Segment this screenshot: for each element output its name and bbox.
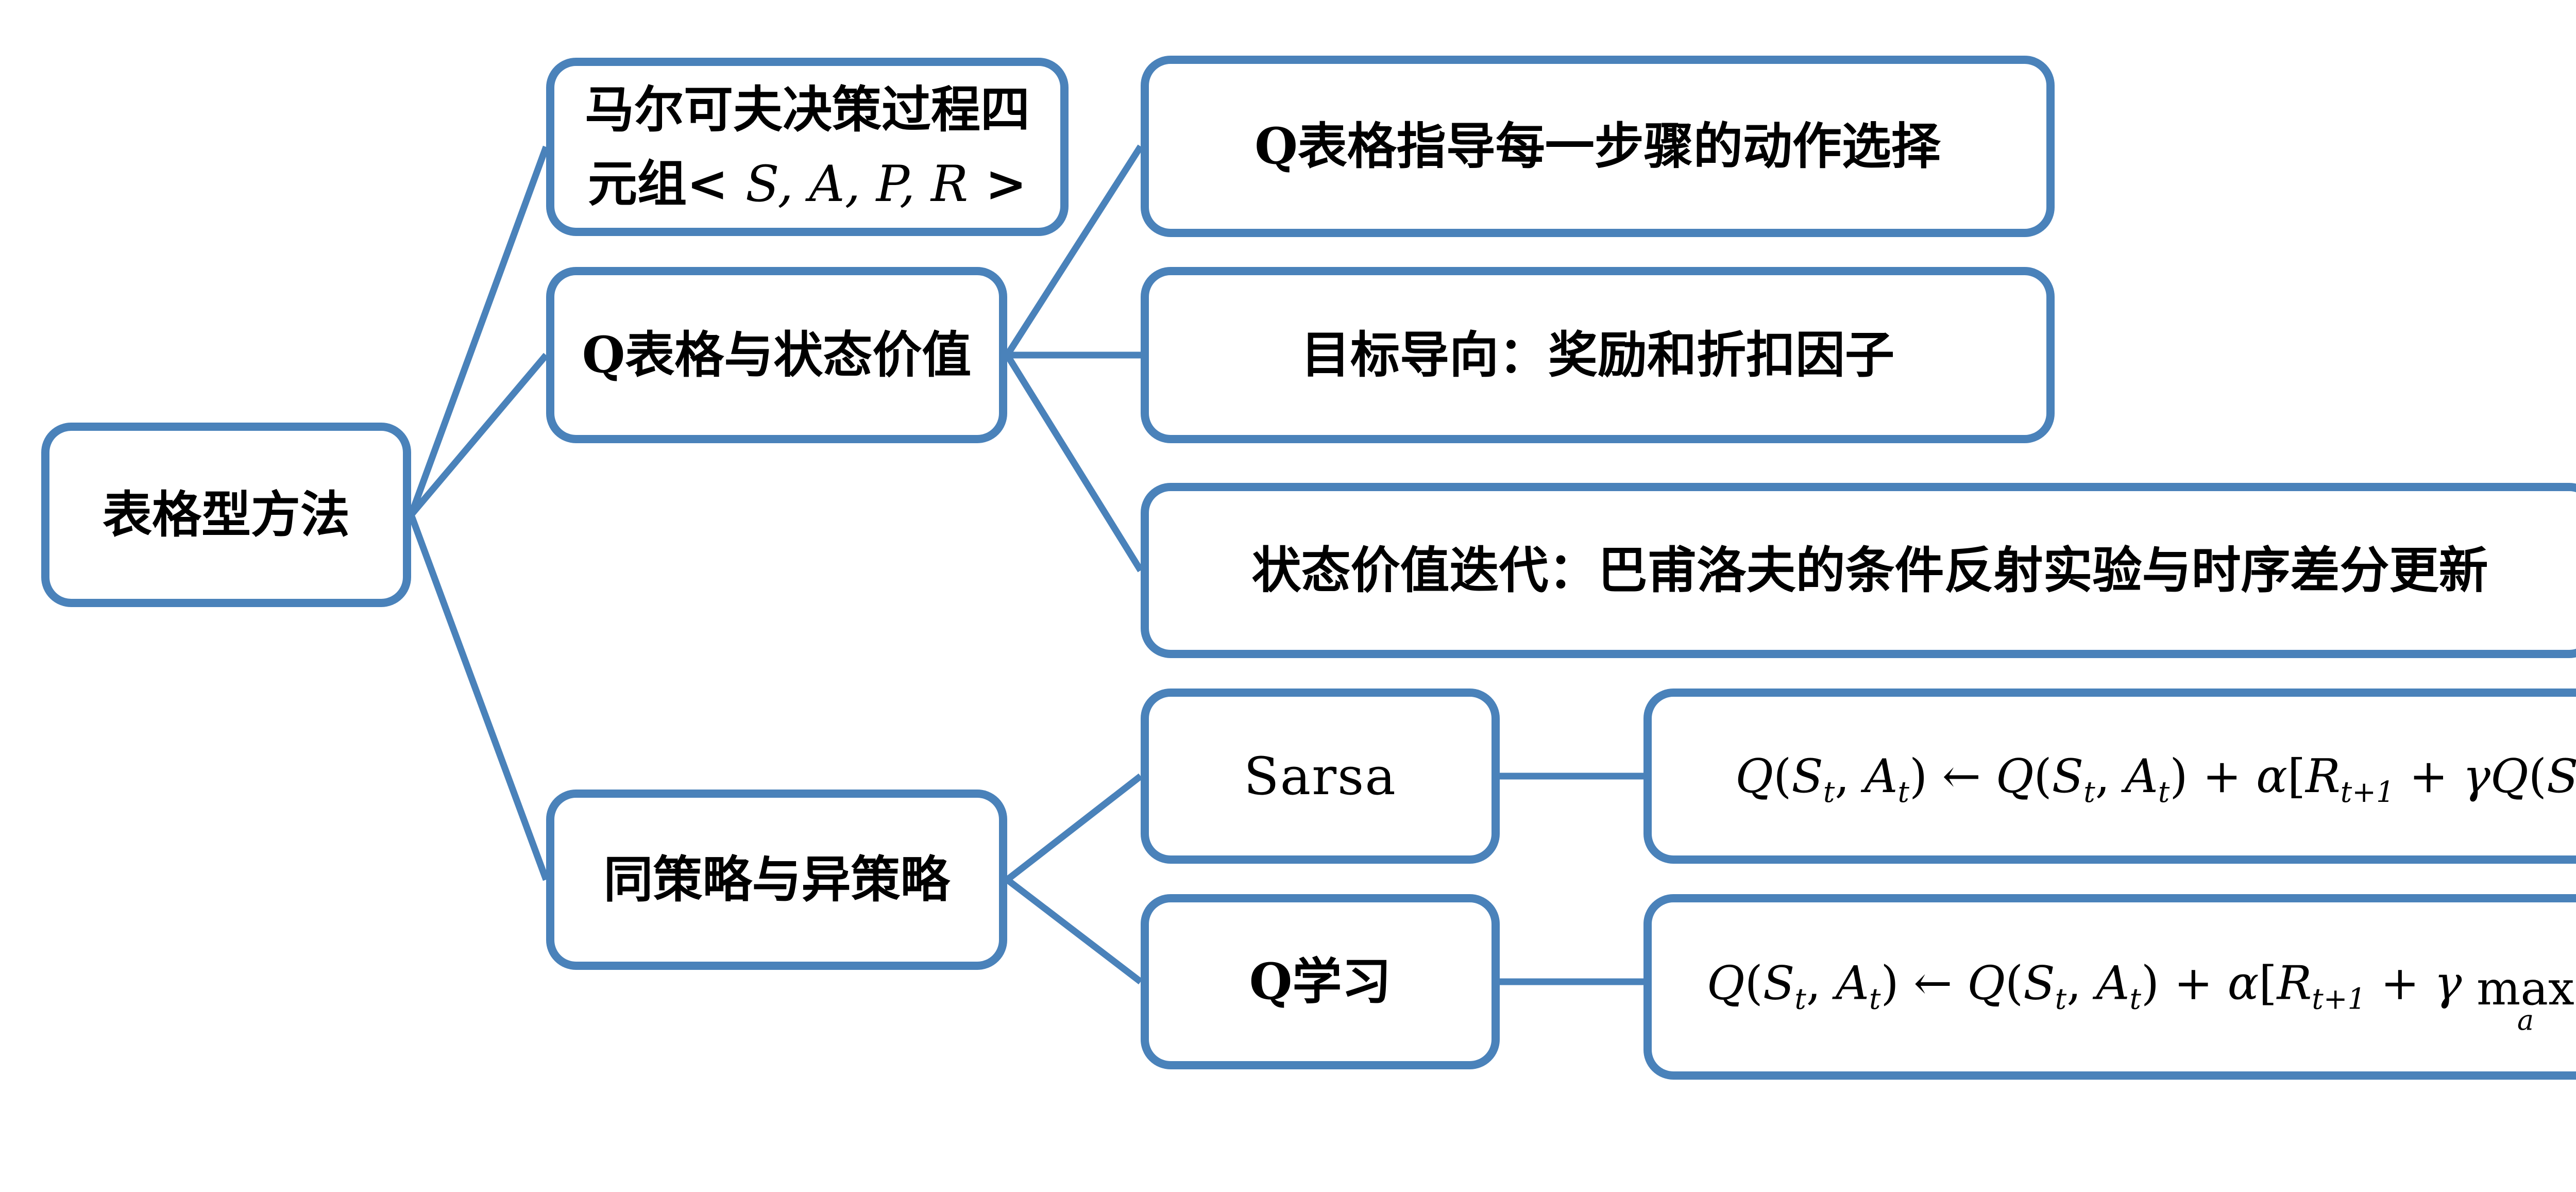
edge-policy-to-sarsa bbox=[1005, 773, 1143, 883]
node-sarsa: Sarsa bbox=[1141, 689, 1500, 864]
node-qtable-state-value: Q表格与状态价值 bbox=[546, 267, 1007, 443]
node-q-learning: Q学习 bbox=[1141, 894, 1500, 1069]
node-on-policy-off-policy: 同策略与异策略 bbox=[546, 790, 1007, 970]
node-label-line2-suffix: > bbox=[968, 155, 1027, 213]
node-label: Q表格与状态价值 bbox=[582, 326, 972, 384]
edge-qtable-to-iter bbox=[1004, 353, 1144, 573]
node-label: 目标导向：奖励和折扣因子 bbox=[1301, 326, 1894, 384]
edge-root-to-qtable bbox=[409, 352, 549, 517]
node-label: 表格型方法 bbox=[103, 485, 350, 544]
node-label: 状态价值迭代：巴甫洛夫的条件反射实验与时序差分更新 bbox=[1251, 541, 2488, 599]
sarsa-update-equation: Q(St, At) ← Q(St, At) + α[Rt+1 + γQ(St+1… bbox=[1735, 749, 2576, 809]
mdp-tuple-variables: S, A, P, R bbox=[745, 155, 969, 213]
node-label-line2-prefix: 元组< bbox=[588, 155, 745, 213]
edge-root-to-mdp bbox=[408, 145, 550, 516]
node-goal-oriented-reward-discount: 目标导向：奖励和折扣因子 bbox=[1141, 267, 2055, 443]
node-sarsa-update-formula: Q(St, At) ← Q(St, At) + α[Rt+1 + γQ(St+1… bbox=[1643, 689, 2576, 864]
node-label: Sarsa bbox=[1244, 746, 1397, 807]
node-label: 同策略与异策略 bbox=[603, 850, 950, 909]
edge-policy-to-qlearn bbox=[1005, 877, 1143, 985]
node-label: Q表格指导每一步骤的动作选择 bbox=[1255, 117, 1941, 175]
edge-qtable-to-action bbox=[1004, 144, 1144, 357]
node-label: Q学习 bbox=[1249, 952, 1392, 1011]
edge-root-to-policy bbox=[408, 513, 550, 881]
node-state-value-iteration-pavlov-td: 状态价值迭代：巴甫洛夫的条件反射实验与时序差分更新 bbox=[1141, 483, 2576, 658]
node-label-line1: 马尔可夫决策过程四 bbox=[585, 80, 1030, 139]
node-root-tabular-methods: 表格型方法 bbox=[41, 423, 411, 607]
node-mdp-tuple: 马尔可夫决策过程四 元组< S, A, P, R > bbox=[546, 58, 1069, 236]
node-qtable-guides-action-selection: Q表格指导每一步骤的动作选择 bbox=[1141, 56, 2055, 237]
